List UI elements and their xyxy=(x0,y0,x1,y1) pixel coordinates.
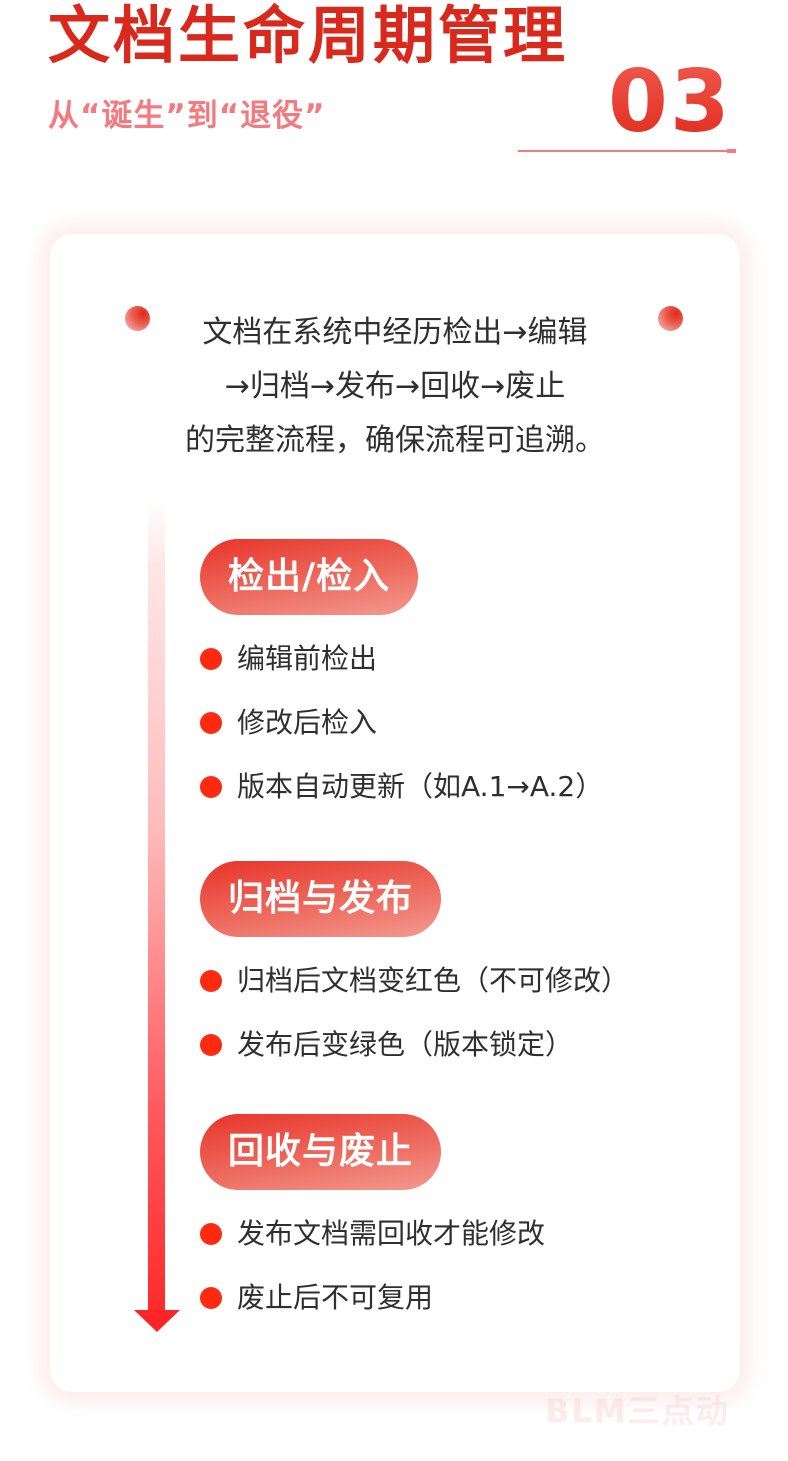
timeline-arrow-down-icon xyxy=(134,1310,180,1332)
watermark: BLM三点动 xyxy=(545,1392,730,1430)
timeline-bar xyxy=(148,500,165,1312)
bullet-list: 发布文档需回收才能修改 废止后不可复用 xyxy=(200,1202,545,1330)
intro-line: 文档在系统中经历检出→编辑 xyxy=(202,315,588,350)
bullet-list: 归档后文档变红色（不可修改） 发布后变绿色（版本锁定） xyxy=(200,949,629,1077)
chapter-underline xyxy=(518,150,728,152)
list-item: 修改后检入 xyxy=(200,691,603,755)
intro-line: 的完整流程，确保流程可追溯。 xyxy=(185,423,605,458)
list-item-text: 废止后不可复用 xyxy=(237,1281,434,1314)
list-item: 发布文档需回收才能修改 xyxy=(200,1202,545,1266)
list-item: 废止后不可复用 xyxy=(200,1266,545,1330)
bullet-dot-icon xyxy=(200,712,222,734)
section-archive-release: 归档与发布 归档后文档变红色（不可修改） 发布后变绿色（版本锁定） xyxy=(200,861,629,1077)
list-item: 归档后文档变红色（不可修改） xyxy=(200,949,629,1013)
section-checkout-checkin: 检出/检入 编辑前检出 修改后检入 版本自动更新（如A.1→A.2） xyxy=(200,539,603,819)
list-item: 版本自动更新（如A.1→A.2） xyxy=(200,755,603,819)
decorative-ball-icon xyxy=(658,306,683,331)
list-item: 发布后变绿色（版本锁定） xyxy=(200,1013,629,1077)
bullet-dot-icon xyxy=(200,776,222,798)
list-item-text: 发布文档需回收才能修改 xyxy=(237,1217,546,1250)
list-item-text: 编辑前检出 xyxy=(237,642,378,675)
intro-line: →归档→发布→回收→废止 xyxy=(224,369,566,404)
section-pill: 检出/检入 xyxy=(200,539,419,615)
chapter-number: 03 xyxy=(608,52,732,152)
bullet-dot-icon xyxy=(200,648,222,670)
chapter-underline-end xyxy=(727,149,736,153)
decorative-ball-icon xyxy=(125,306,150,331)
bullet-dot-icon xyxy=(200,1223,222,1245)
bullet-dot-icon xyxy=(200,1034,222,1056)
section-recall-abolish: 回收与废止 发布文档需回收才能修改 废止后不可复用 xyxy=(200,1114,545,1330)
bullet-list: 编辑前检出 修改后检入 版本自动更新（如A.1→A.2） xyxy=(200,627,603,819)
page-subtitle: 从“诞生”到“退役” xyxy=(48,98,326,134)
intro-paragraph: 文档在系统中经历检出→编辑 →归档→发布→回收→废止 的完整流程，确保流程可追溯… xyxy=(50,306,740,468)
bullet-dot-icon xyxy=(200,970,222,992)
list-item-text: 归档后文档变红色（不可修改） xyxy=(237,964,630,997)
list-item: 编辑前检出 xyxy=(200,627,603,691)
list-item-text: 修改后检入 xyxy=(237,706,378,739)
section-pill: 归档与发布 xyxy=(200,861,442,937)
page-title: 文档生命周期管理 xyxy=(48,0,569,72)
bullet-dot-icon xyxy=(200,1287,222,1309)
list-item-text: 版本自动更新（如A.1→A.2） xyxy=(237,770,604,803)
list-item-text: 发布后变绿色（版本锁定） xyxy=(237,1028,574,1061)
section-pill: 回收与废止 xyxy=(200,1114,442,1190)
content-card: 文档在系统中经历检出→编辑 →归档→发布→回收→废止 的完整流程，确保流程可追溯… xyxy=(50,234,740,1392)
